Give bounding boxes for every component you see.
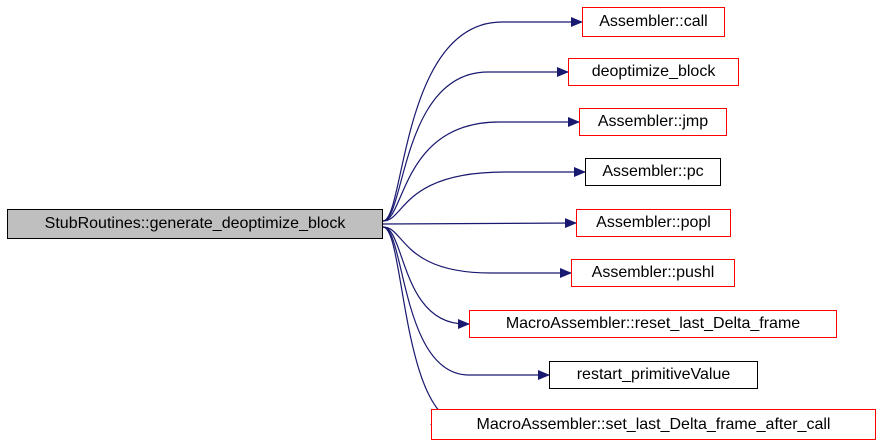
callee-node-assembler-popl[interactable]: Assembler::popl bbox=[576, 209, 731, 237]
root-node-generate-deoptimize-block: StubRoutines::generate_deoptimize_block bbox=[7, 209, 383, 239]
call-edge-1 bbox=[382, 67, 569, 222]
call-edge-5 bbox=[382, 226, 572, 278]
callee-node-restart-primitive-value[interactable]: restart_primitiveValue bbox=[549, 361, 758, 389]
callee-node-set-last-delta-frame-after-call[interactable]: MacroAssembler::set_last_Delta_frame_aft… bbox=[431, 409, 876, 440]
callee-node-assembler-jmp[interactable]: Assembler::jmp bbox=[579, 108, 727, 136]
callee-node-assembler-call[interactable]: Assembler::call bbox=[582, 7, 725, 37]
call-edge-3 bbox=[382, 167, 586, 222]
callee-node-reset-last-delta-frame[interactable]: MacroAssembler::reset_last_Delta_frame bbox=[469, 310, 837, 338]
call-edge-2 bbox=[382, 117, 580, 222]
callee-node-assembler-pc[interactable]: Assembler::pc bbox=[585, 158, 721, 186]
call-edge-0 bbox=[382, 17, 583, 222]
call-edge-8 bbox=[382, 226, 466, 430]
callee-node-deoptimize-block[interactable]: deoptimize_block bbox=[568, 58, 739, 86]
callee-node-assembler-pushl[interactable]: Assembler::pushl bbox=[571, 259, 735, 287]
call-edge-6 bbox=[382, 226, 470, 329]
call-edge-4 bbox=[382, 218, 577, 229]
call-edge-7 bbox=[382, 226, 550, 380]
